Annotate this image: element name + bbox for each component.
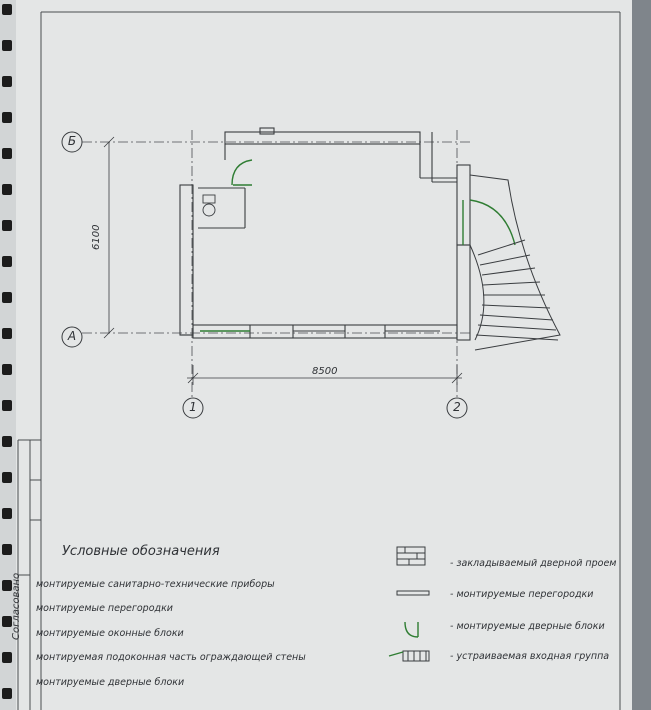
legend-item-door-blocks-right: - монтируемые дверные блоки <box>450 621 605 632</box>
walls <box>179 127 471 341</box>
legend-item-partitions: монтируемые перегородки <box>36 603 173 614</box>
toilet-fixture <box>202 194 216 217</box>
binding-ring <box>2 256 12 267</box>
axis-bubble-1 <box>182 397 204 419</box>
legend-symbols <box>388 546 430 662</box>
legend-item-partitions-right: - монтируемые перегородки <box>450 589 594 600</box>
axis-label-1: 1 <box>189 400 197 414</box>
legend-item-closed-doorway: - закладываемый дверной проем <box>450 558 617 569</box>
dimension-label-horizontal: 8500 <box>312 366 338 377</box>
binding-ring <box>2 472 12 483</box>
binding-ring <box>2 220 12 231</box>
green-elements <box>200 159 516 332</box>
legend-item-door-blocks: монтируемые дверные блоки <box>36 677 185 688</box>
binding-ring <box>2 508 12 519</box>
binding-ring <box>2 76 12 87</box>
legend-item-entrance-group: - устраиваемая входная группа <box>450 651 610 662</box>
binding-ring <box>2 688 12 699</box>
binding-ring <box>2 40 12 51</box>
legend-item-windows: монтируемые оконные блоки <box>36 628 184 639</box>
legend-item-sill-wall: монтируемая подоконная часть ограждающей… <box>36 652 306 663</box>
binding-ring <box>2 580 12 591</box>
axis-bubble-a <box>61 326 83 348</box>
axis-bubble-b <box>61 131 83 153</box>
binding-ring <box>2 544 12 555</box>
legend-title: Условные обозначения <box>62 544 220 559</box>
axis-label-a: А <box>67 329 77 343</box>
approval-stamp-boxes <box>17 439 41 710</box>
binding-ring <box>2 652 12 663</box>
axis-label-b: Б <box>67 134 77 148</box>
spiral-binding <box>0 0 16 710</box>
binding-ring <box>2 148 12 159</box>
binding-ring <box>2 364 12 375</box>
binding-ring <box>2 292 12 303</box>
binding-ring <box>2 436 12 447</box>
binding-ring <box>2 184 12 195</box>
dimension-vertical <box>103 136 115 339</box>
axis-lines <box>82 130 470 398</box>
legend-item-plumbing: монтируемые санитарно-технические прибор… <box>36 579 275 590</box>
entrance-stair <box>469 174 561 351</box>
drawing-sheet <box>0 0 632 710</box>
approval-stamp-label: Согласовано <box>11 572 22 640</box>
binding-ring <box>2 400 12 411</box>
binding-ring <box>2 112 12 123</box>
dimension-horizontal <box>187 365 463 385</box>
axis-bubble-2 <box>446 397 468 419</box>
binding-ring <box>2 4 12 15</box>
dimension-label-vertical: 6100 <box>91 224 102 250</box>
binding-ring <box>2 616 12 627</box>
background-edge <box>632 0 651 710</box>
axis-label-2: 2 <box>453 400 461 414</box>
binding-ring <box>2 328 12 339</box>
